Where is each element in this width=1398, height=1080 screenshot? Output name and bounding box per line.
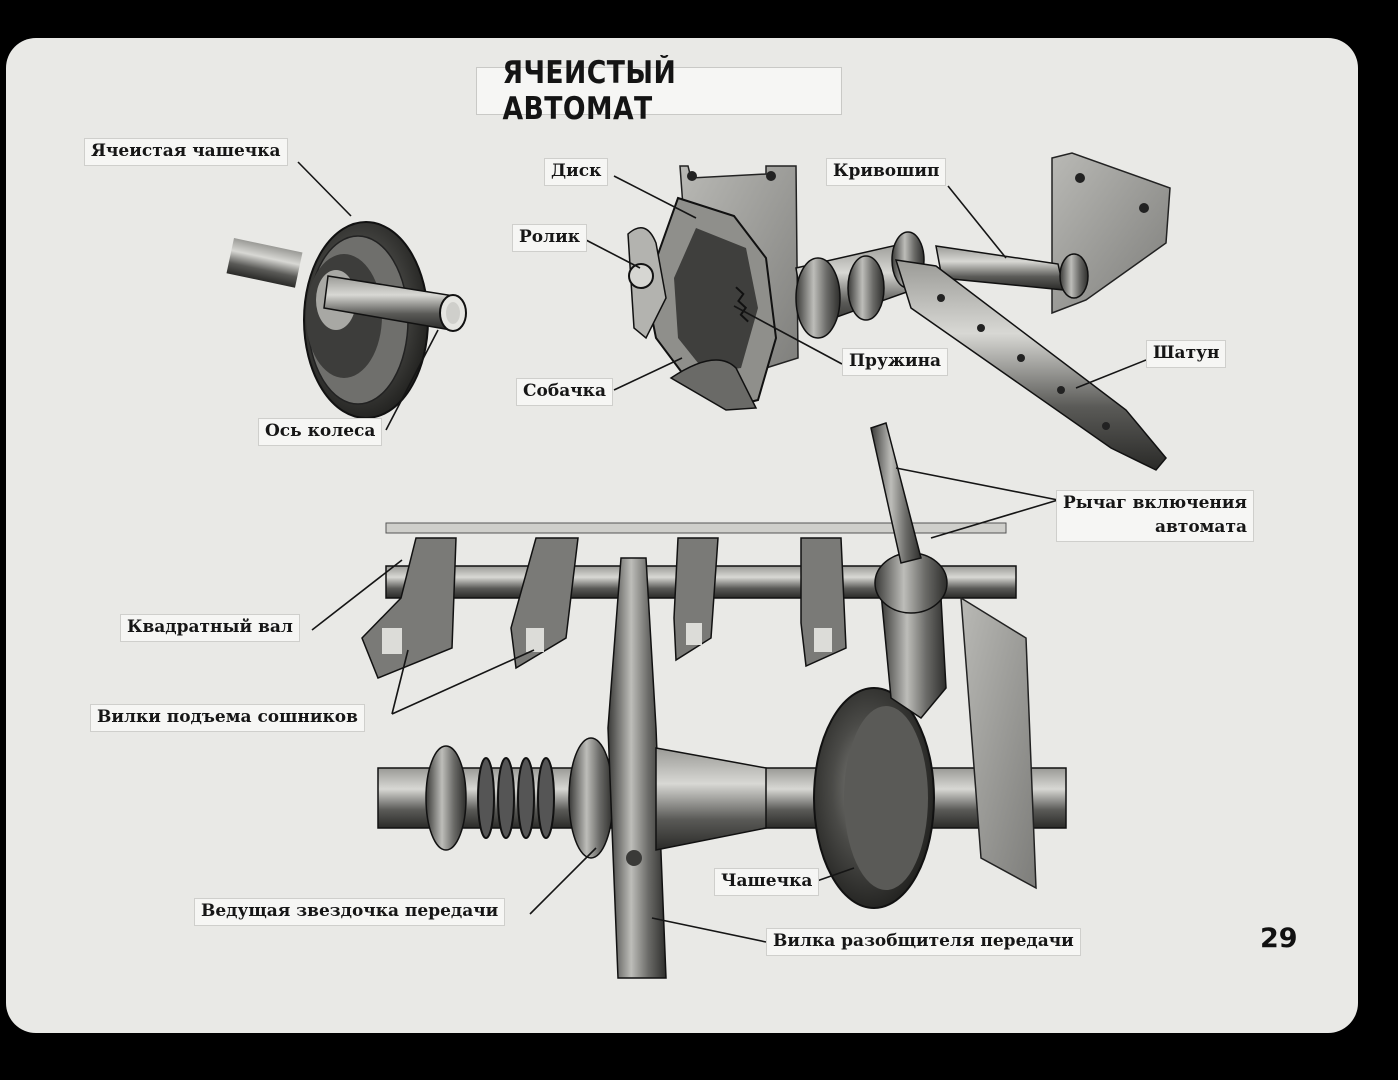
label-pawl: Собачка — [516, 378, 613, 406]
label-cup: Чашечка — [714, 868, 820, 896]
label-connecting-rod: Шатун — [1146, 340, 1227, 368]
crank-rod-drawing — [894, 152, 1171, 471]
label-disk: Диск — [544, 158, 609, 186]
axle-assembly-drawing — [377, 422, 1067, 979]
label-lever-line2: автомата — [1154, 516, 1247, 537]
leader-lines — [297, 161, 1147, 943]
label-crank: Кривошип — [826, 158, 947, 186]
title-text: ЯЧЕИСТЫЙ АВТОМАТ — [502, 55, 677, 127]
page-number: 29 — [1260, 923, 1298, 954]
slide-frame: ЯЧЕИСТЫЙ АВТОМАТ Ячеистая чашечка Ось ко… — [6, 38, 1358, 1033]
label-roller: Ролик — [512, 224, 587, 252]
label-square-shaft: Квадратный вал — [120, 614, 300, 642]
label-lever: Рычаг включения автомата — [1056, 490, 1254, 542]
label-spring: Пружина — [842, 348, 949, 376]
mechanism-illustration — [226, 152, 1171, 979]
label-lever-line1: Рычаг включения — [1063, 493, 1247, 513]
label-disengager-fork: Вилка разобщителя передачи — [766, 928, 1081, 956]
square-shaft-drawing — [361, 522, 1017, 679]
label-wheel-axle: Ось колеса — [258, 418, 383, 446]
label-drive-sprocket: Ведущая звездочка передачи — [194, 898, 506, 926]
label-coulter-forks: Вилки подъема сошников — [90, 704, 365, 732]
label-cell-cup: Ячеистая чашечка — [84, 138, 288, 166]
cell-cup-drawing — [226, 221, 467, 419]
slide-title: ЯЧЕИСТЫЙ АВТОМАТ — [476, 55, 842, 127]
